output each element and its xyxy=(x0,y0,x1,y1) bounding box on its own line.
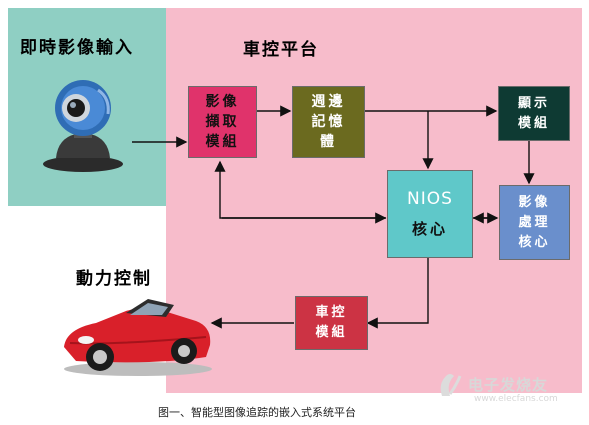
peripheral-memory-block: 週邊 記憶 體 xyxy=(292,86,365,158)
vehicle-control-module: 車控 模組 xyxy=(295,296,368,350)
platform-label: 車控平台 xyxy=(243,40,319,60)
webcam-icon xyxy=(43,80,123,172)
car-icon xyxy=(64,299,212,376)
vehicle-control-label: 車控 模組 xyxy=(315,305,348,340)
power-control-label: 動力控制 xyxy=(76,269,152,289)
peripheral-memory-label: 週邊 記憶 體 xyxy=(311,94,346,150)
nios-core-label: 核心 xyxy=(411,220,448,238)
watermark-brand: 电子发烧友 xyxy=(468,376,549,394)
nios-capture-link xyxy=(214,160,386,219)
image-capture-module: 影像 擷取 模組 xyxy=(188,86,257,158)
image-processing-label: 影像 處理 核心 xyxy=(518,194,551,250)
nios-to-vehicle-control-arrow xyxy=(366,257,429,329)
watermark-url: www.elecfans.com xyxy=(474,394,558,404)
nios-title: NIOS xyxy=(407,189,453,209)
nios-core-block: NIOS 核心 xyxy=(387,170,473,258)
image-processing-core: 影像 處理 核心 xyxy=(499,185,570,260)
image-capture-label: 影像 擷取 模組 xyxy=(205,94,240,150)
video-input-label: 即時影像輸入 xyxy=(20,38,134,58)
figure-caption: 图一、智能型图像追踪的嵌入式系统平台 xyxy=(158,406,356,419)
elecfans-logo-icon xyxy=(440,374,462,396)
display-module-label: 顯示 模組 xyxy=(517,95,550,131)
display-module: 顯示 模組 xyxy=(498,86,570,141)
